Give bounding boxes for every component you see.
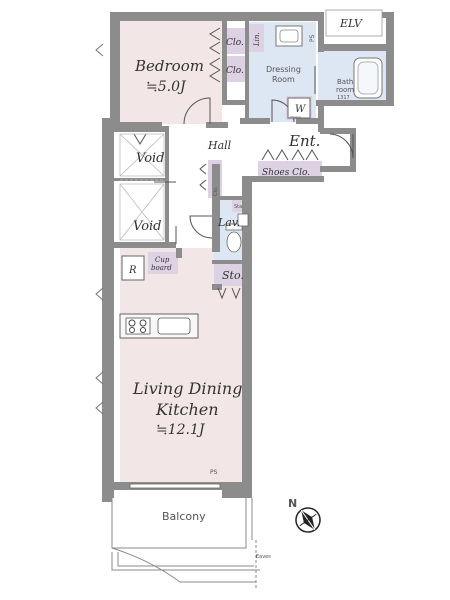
compass bbox=[295, 507, 321, 533]
closet-top bbox=[224, 28, 246, 54]
bath-line3: 1317 bbox=[337, 95, 350, 101]
wall-openings bbox=[95, 43, 104, 415]
ldk-window bbox=[129, 483, 221, 489]
void-lower-label: Void bbox=[133, 219, 162, 234]
balcony-outline bbox=[111, 498, 260, 590]
cup-board bbox=[148, 252, 178, 274]
dressing-line2: Room bbox=[272, 75, 295, 84]
shoes-closet bbox=[258, 161, 322, 179]
linen-label: Lin. bbox=[253, 32, 261, 47]
lav-label: Lav. bbox=[217, 216, 240, 229]
elevator bbox=[325, 9, 383, 37]
toilet bbox=[225, 223, 243, 253]
sta-label: Sta. bbox=[234, 204, 244, 210]
bath-line1: Bath bbox=[337, 78, 353, 86]
closet-top-label: Clo. bbox=[226, 38, 244, 48]
dressing-line1: Dressing bbox=[266, 65, 301, 74]
bedroom-area: ≒5.0J bbox=[146, 79, 187, 95]
bedroom-label: Bedroom bbox=[134, 57, 204, 75]
ldk-floor bbox=[120, 255, 242, 482]
cup-board-label-1: Cup bbox=[155, 256, 170, 264]
closet-mid-label: Clo. bbox=[226, 66, 244, 76]
bedroom-floor bbox=[118, 20, 222, 124]
shoes-closet-label: Shoes Clo. bbox=[262, 168, 310, 178]
ps-bottom-label: PS bbox=[210, 469, 218, 476]
closet-mid bbox=[224, 56, 246, 82]
small-closet-label: Clo. bbox=[213, 186, 219, 196]
elv-label: ELV bbox=[339, 17, 363, 30]
kitchen-counter bbox=[119, 313, 199, 339]
fridge-label: R bbox=[128, 265, 137, 276]
washer-box bbox=[287, 97, 311, 119]
hall-label: Hall bbox=[207, 139, 232, 152]
eaves-label: Eaves bbox=[256, 554, 271, 560]
cup-board-label-2: board bbox=[151, 264, 172, 272]
fridge-box bbox=[121, 255, 145, 281]
compass-label: N bbox=[288, 497, 297, 510]
ldk-label-line1: Living Dining bbox=[132, 379, 242, 398]
void-upper-label: Void bbox=[136, 151, 165, 166]
bath-line2: room bbox=[336, 86, 354, 94]
void-markings bbox=[119, 133, 165, 241]
ps-top-label: PS bbox=[309, 34, 316, 42]
ldk-area: ≒12.1J bbox=[156, 422, 206, 438]
linen-closet bbox=[248, 24, 264, 52]
ent-label: Ent. bbox=[288, 132, 320, 150]
washer-sub-label: Washer bbox=[290, 115, 302, 119]
balcony-label: Balcony bbox=[162, 510, 206, 523]
sto-label: Sto. bbox=[222, 269, 244, 282]
storage-closet bbox=[214, 264, 250, 286]
washer-label: W bbox=[295, 104, 306, 115]
lav-sink bbox=[237, 213, 249, 227]
doors bbox=[133, 27, 354, 300]
ldk-label-line2: Kitchen bbox=[155, 400, 219, 419]
